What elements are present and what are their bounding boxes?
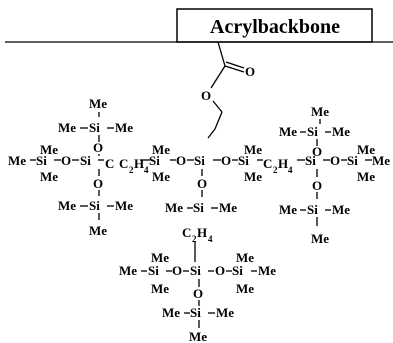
bottom-left-si: Si bbox=[148, 263, 159, 278]
left-ethylene-h: H bbox=[134, 156, 144, 171]
right-me-outer: Me bbox=[372, 153, 390, 168]
center-mid-me-left: Me bbox=[165, 200, 183, 215]
right-top-me: Me bbox=[311, 104, 329, 119]
right-bottom-me: Me bbox=[311, 231, 329, 246]
center-mid-me-right: Me bbox=[219, 200, 237, 215]
bottom-left-si-me-top: Me bbox=[151, 250, 169, 265]
si-right-me-top: Me bbox=[244, 142, 262, 157]
bottom-o-left: O bbox=[172, 263, 182, 278]
right-top-o: O bbox=[312, 144, 322, 159]
propyl-chain bbox=[207, 100, 223, 139]
right-bottom-si: Si bbox=[307, 202, 318, 217]
si-left-me-bottom: Me bbox=[152, 169, 170, 184]
left-core-si: Si bbox=[80, 153, 91, 168]
si-right: Si bbox=[238, 153, 249, 168]
left-top-me-right: Me bbox=[115, 120, 133, 135]
right-outer-o: O bbox=[330, 153, 340, 168]
left-bottom-me: Me bbox=[89, 223, 107, 238]
center-ethylene-h: H bbox=[197, 225, 207, 240]
si-center: Si bbox=[194, 153, 205, 168]
bottom-me-right: Me bbox=[258, 263, 276, 278]
svg-text:2: 2 bbox=[129, 165, 134, 175]
right-siloxane-cluster: Me Me Si Me O Si O Si Me Me Me O Me Si M… bbox=[279, 104, 390, 246]
title: Acrylbackbone bbox=[210, 16, 340, 38]
center-siloxane-column: O Me Si Me C 2 H 4 Me Si Me Me O Si O Si… bbox=[119, 169, 276, 343]
left-outer-si: Si bbox=[36, 153, 47, 168]
right-bottom-me-right: Me bbox=[332, 202, 350, 217]
lowest-me-left: Me bbox=[162, 305, 180, 320]
bottom-o-lower: O bbox=[193, 286, 203, 301]
bottom-o-right: O bbox=[215, 263, 225, 278]
right-bottom-o: O bbox=[312, 178, 322, 193]
left-outer-si-me-bottom: Me bbox=[40, 169, 58, 184]
center-o-1: O bbox=[197, 176, 207, 191]
left-bottom-o: O bbox=[93, 176, 103, 191]
left-core-ethylene-c: C bbox=[105, 156, 114, 171]
core-siloxane-row: C 2 H 4 Si Me Me O Si O Si Me Me C 2 H 4 bbox=[119, 142, 293, 184]
carbonyl-oxygen: O bbox=[245, 64, 255, 79]
bottom-left-si-me-bottom: Me bbox=[151, 281, 169, 296]
bottom-center-si: Si bbox=[190, 263, 201, 278]
right-outer-si-me-top: Me bbox=[357, 142, 375, 157]
svg-text:4: 4 bbox=[288, 165, 293, 175]
left-ethylene-c: C bbox=[119, 156, 128, 171]
center-mid-si: Si bbox=[193, 200, 204, 215]
ester-oxygen: O bbox=[201, 88, 211, 103]
right-outer-si-me-bottom: Me bbox=[357, 169, 375, 184]
svg-text:2: 2 bbox=[273, 165, 278, 175]
si-left-me-top: Me bbox=[152, 142, 170, 157]
left-top-si: Si bbox=[89, 120, 100, 135]
bottom-right-si: Si bbox=[232, 263, 243, 278]
left-me-outer: Me bbox=[8, 153, 26, 168]
left-outer-si-me-top: Me bbox=[40, 142, 58, 157]
lowest-me-right: Me bbox=[216, 305, 234, 320]
right-ethylene-c: C bbox=[263, 156, 272, 171]
right-core-si: Si bbox=[305, 153, 316, 168]
right-bottom-me-left: Me bbox=[279, 202, 297, 217]
left-bottom-me-right: Me bbox=[115, 198, 133, 213]
core-o-right: O bbox=[221, 153, 231, 168]
right-ethylene-h: H bbox=[278, 156, 288, 171]
si-right-me-bottom: Me bbox=[244, 169, 262, 184]
ester-linkage: O O bbox=[201, 41, 255, 103]
bottom-right-si-me-bottom: Me bbox=[236, 281, 254, 296]
right-top-me-left: Me bbox=[279, 124, 297, 139]
bottom-right-si-me-top: Me bbox=[236, 250, 254, 265]
left-bottom-me-left: Me bbox=[58, 198, 76, 213]
left-bottom-si: Si bbox=[89, 198, 100, 213]
lowest-si: Si bbox=[190, 305, 201, 320]
svg-text:4: 4 bbox=[144, 165, 149, 175]
svg-text:2: 2 bbox=[192, 234, 197, 244]
left-siloxane-cluster: Me Me Si Me O Me Si Me Me O Si C O Me Si… bbox=[8, 96, 133, 238]
left-outer-o: O bbox=[61, 153, 71, 168]
right-outer-si: Si bbox=[347, 153, 358, 168]
left-top-me-left: Me bbox=[58, 120, 76, 135]
bottom-me-left: Me bbox=[119, 263, 137, 278]
right-top-si: Si bbox=[307, 124, 318, 139]
lowest-me: Me bbox=[189, 329, 207, 343]
right-top-me-right: Me bbox=[332, 124, 350, 139]
svg-text:4: 4 bbox=[208, 234, 213, 244]
si-left: Si bbox=[149, 153, 160, 168]
left-top-me: Me bbox=[89, 96, 107, 111]
left-top-o: O bbox=[93, 140, 103, 155]
core-o-left: O bbox=[176, 153, 186, 168]
center-ethylene-c: C bbox=[182, 225, 191, 240]
